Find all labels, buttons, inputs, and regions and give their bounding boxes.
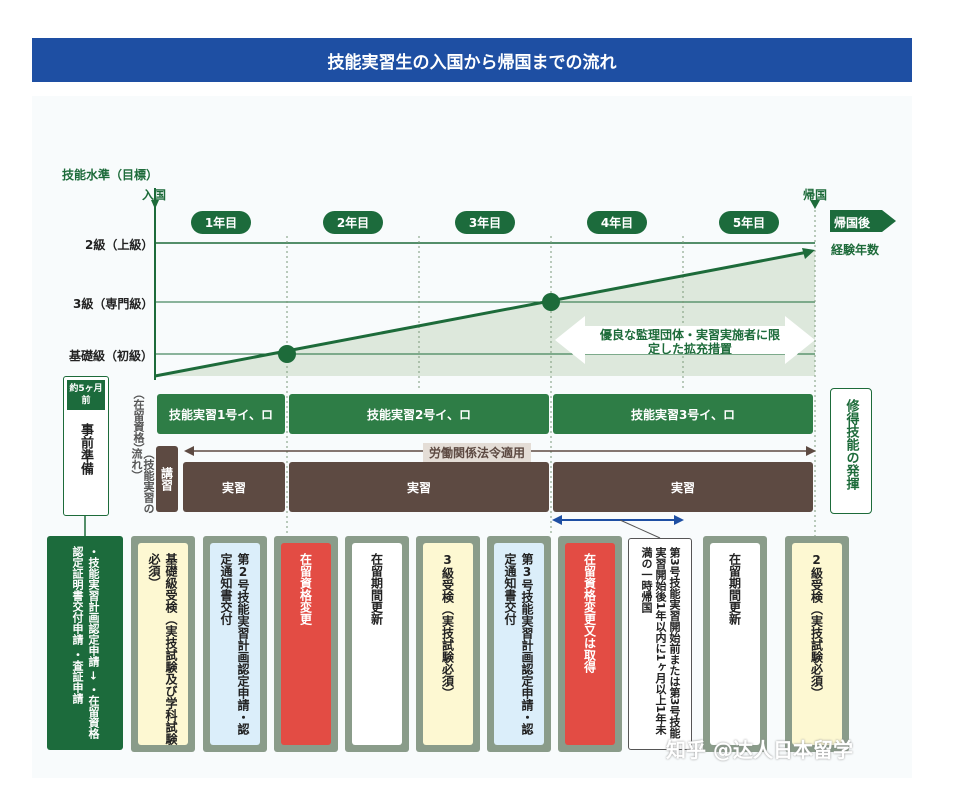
prep-detail-box: ・技能実習計画認定申請 → ・在留資格認定証明書交付申請 ・査証申請 bbox=[47, 536, 123, 750]
prep-detail: ・技能実習計画認定申請 → ・在留資格認定証明書交付申請 ・査証申請 bbox=[71, 546, 100, 739]
skill-line-arrowhead bbox=[802, 248, 815, 259]
entry-label: 入国 bbox=[142, 188, 167, 202]
step-7-text: 在留資格変更又は取得 bbox=[582, 553, 597, 673]
expansion-note: 優良な監理団体・実習実施者に限定した拡充措置 bbox=[599, 328, 780, 356]
practice-bar-1: 実習 bbox=[183, 462, 285, 512]
step-7: 在留資格変更又は取得 bbox=[558, 536, 622, 752]
prep-box: 約5ヶ月前 事前準備 bbox=[63, 376, 109, 516]
step-5: 3級受検（実技試験必須） bbox=[416, 536, 480, 752]
watermark: 知乎 @达人日本留学 bbox=[666, 738, 853, 762]
entry-marker bbox=[151, 200, 159, 209]
return-label: 帰国 bbox=[803, 188, 828, 202]
level-kiso: 基礎級（初級） bbox=[69, 349, 154, 363]
final-box-label: 修得技能の発揮 bbox=[843, 399, 859, 490]
expansion-arrow bbox=[555, 316, 815, 364]
status-bar-1: 技能実習1号イ、ロ bbox=[157, 394, 285, 434]
step-8-text: 第3号技能実習開始前または第3号技能実習開始後1年以内に1ヶ月以上1年未満の一時… bbox=[640, 547, 681, 739]
year-1: 1年目 bbox=[191, 211, 251, 234]
practice-bar-3: 実習 bbox=[553, 462, 813, 512]
after-return-label: 帰国後 bbox=[834, 216, 871, 230]
step-6: 第3号技能実習計画認定申請・認定通知書交付 bbox=[487, 536, 551, 752]
milestone-kiso bbox=[278, 345, 296, 363]
step-3-text: 在留資格変更 bbox=[298, 553, 313, 625]
status-bar-2: 技能実習2号イ、ロ bbox=[289, 394, 549, 434]
page-title: 技能実習生の入国から帰国までの流れ bbox=[32, 38, 912, 82]
step-2-text: 第2号技能実習計画認定申請・認定通知書交付 bbox=[219, 553, 250, 735]
return-marker bbox=[810, 200, 820, 209]
final-box: 修得技能の発揮 bbox=[830, 388, 872, 514]
experience-years-label: 経験年数 bbox=[831, 243, 880, 257]
status-bar-3: 技能実習3号イ、ロ bbox=[553, 394, 813, 434]
step-4: 在留期間更新 bbox=[345, 536, 409, 752]
milestone-3kyu bbox=[542, 293, 560, 311]
step-1-text: 基礎級受検（実技試験及び学科試験必須） bbox=[147, 553, 178, 745]
step-8: 第3号技能実習開始前または第3号技能実習開始後1年以内に1ヶ月以上1年未満の一時… bbox=[628, 538, 692, 750]
step-9: 在留期間更新 bbox=[703, 536, 767, 752]
step-9-text: 在留期間更新 bbox=[727, 553, 742, 625]
year-4: 4年目 bbox=[587, 211, 647, 234]
practice-bar-2: 実習 bbox=[289, 462, 549, 512]
step-5-text: 3級受検（実技試験必須） bbox=[440, 553, 455, 699]
level-2kyu: 2級（上級） bbox=[85, 238, 154, 252]
year-5: 5年目 bbox=[719, 211, 779, 234]
year-3: 3年目 bbox=[455, 211, 515, 234]
prep-label: 事前準備 bbox=[78, 423, 93, 475]
step-6-text: 第3号技能実習計画認定申請・認定通知書交付 bbox=[503, 553, 534, 735]
status-label: （在留資格） bbox=[132, 388, 145, 454]
axis-title: 技能水準（目標） bbox=[62, 168, 159, 182]
step-3: 在留資格変更 bbox=[274, 536, 338, 752]
step-1: 基礎級受検（実技試験及び学科試験必須） bbox=[131, 536, 195, 752]
step-10-text: 2級受検（実技試験必須） bbox=[809, 553, 824, 699]
skill-line bbox=[154, 250, 809, 378]
level-3kyu: 3級（専門級） bbox=[73, 297, 154, 311]
step-10: 2級受検（実技試験必須） bbox=[785, 536, 849, 752]
after-return-arrow bbox=[830, 210, 896, 232]
year-2: 2年目 bbox=[323, 211, 383, 234]
flow-label: （技能実習の流れ） bbox=[130, 448, 155, 514]
step-2: 第2号技能実習計画認定申請・認定通知書交付 bbox=[203, 536, 267, 752]
prep-timing: 約5ヶ月前 bbox=[67, 380, 105, 410]
labor-law-label: 労働関係法令適用 bbox=[423, 443, 532, 462]
step-4-text: 在留期間更新 bbox=[369, 553, 384, 625]
lecture-bar: 講習 bbox=[156, 446, 178, 512]
